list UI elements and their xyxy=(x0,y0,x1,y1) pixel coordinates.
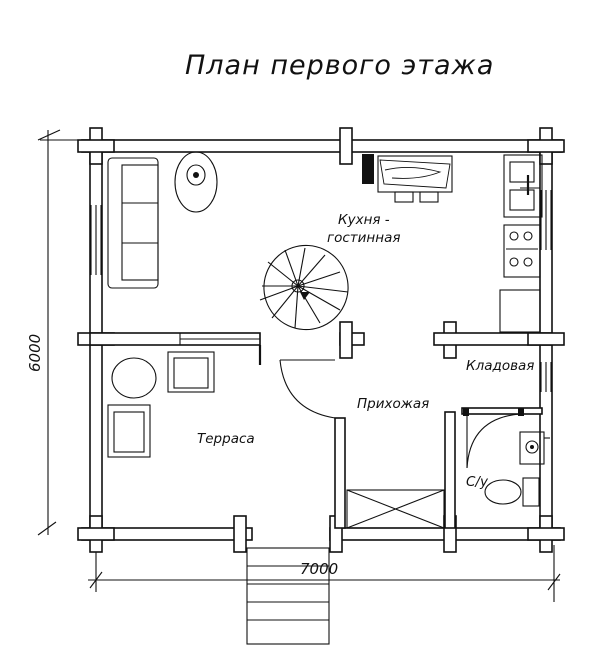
sofa-living xyxy=(107,157,159,289)
entrance-vestibule xyxy=(346,489,445,529)
wc-fixtures xyxy=(484,431,550,507)
doors xyxy=(279,359,521,469)
width-label: 7000 xyxy=(300,560,338,578)
spiral-stair xyxy=(259,244,349,331)
label-pantry: Кладовая xyxy=(466,358,534,374)
kitchen-stove xyxy=(503,224,541,278)
dimension-height: 6000 xyxy=(26,129,88,536)
label-kitchen-line2: гостинная xyxy=(327,230,400,246)
label-wc: С/у xyxy=(466,474,489,490)
terrace-furniture xyxy=(107,351,215,458)
kitchen-sink xyxy=(503,154,543,218)
label-kitchen-line1: Кухня - xyxy=(338,212,390,228)
kitchen-cabinet xyxy=(499,289,541,333)
interior-walls xyxy=(89,321,565,529)
round-table xyxy=(174,151,218,213)
height-label: 6000 xyxy=(26,334,44,372)
label-hall: Прихожая xyxy=(357,396,429,412)
dimension-width: 7000 xyxy=(88,545,561,602)
entrance-steps xyxy=(246,547,330,645)
plan-title: План первого этажа xyxy=(185,50,494,81)
label-terrace: Терраса xyxy=(197,431,255,447)
dining-table xyxy=(362,154,453,203)
